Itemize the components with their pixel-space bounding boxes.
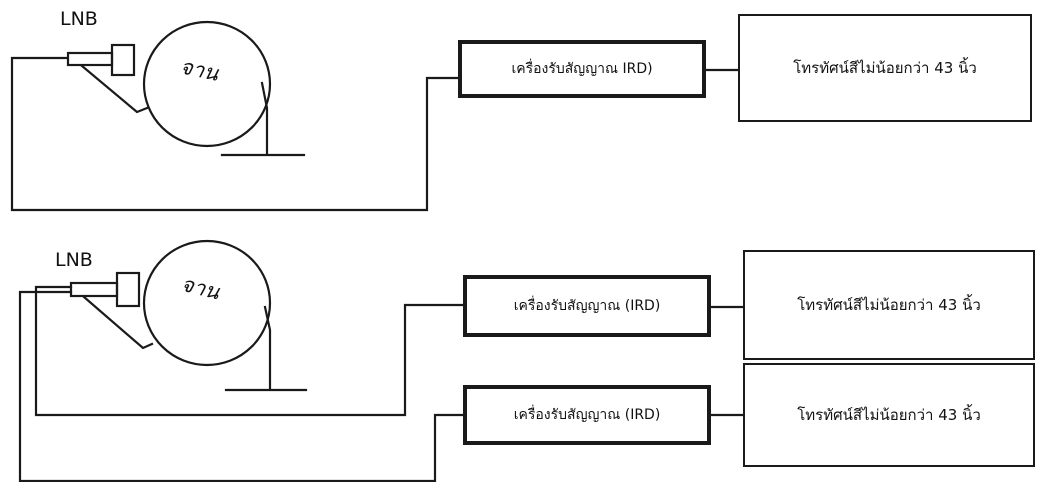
bottom-tv-1-label: โทรทัศน์สีไม่น้อยกว่า 43 นิ้ว (797, 296, 981, 314)
top-tv-box: โทรทัศน์สีไม่น้อยกว่า 43 นิ้ว (738, 14, 1032, 122)
top-dish-icon (142, 20, 272, 148)
bottom-receiver-2-label: เครื่องรับสัญญาณ (IRD) (513, 407, 661, 423)
top-lnb-label: LNB (60, 8, 98, 30)
bottom-lnb-arm (69, 281, 119, 298)
top-tv-label: โทรทัศน์สีไม่น้อยกว่า 43 นิ้ว (793, 59, 977, 77)
bottom-dish-icon (142, 239, 272, 367)
bottom-receiver-1-box: เครื่องรับสัญญาณ (IRD) (463, 275, 711, 337)
bottom-lnb-icon (115, 271, 141, 308)
bottom-tv-2-box: โทรทัศน์สีไม่น้อยกว่า 43 นิ้ว (743, 363, 1035, 467)
top-dish-stand (260, 81, 269, 155)
bottom-cable-to-receiver-2 (18, 290, 465, 482)
bottom-tv-2-label: โทรทัศน์สีไม่น้อยกว่า 43 นิ้ว (797, 406, 981, 424)
bottom-receiver-2-box: เครื่องรับสัญญาณ (IRD) (463, 385, 711, 445)
top-receiver-label: เครื่องรับสัญญาณ IRD) (511, 61, 653, 77)
top-dish-assembly (66, 20, 306, 157)
top-cable-lnb-to-receiver (10, 56, 460, 212)
bottom-dish-assembly (69, 239, 308, 392)
bottom-lnb-bracket (82, 295, 154, 350)
top-lnb-bracket (80, 64, 149, 114)
top-lnb-arm (66, 51, 114, 67)
top-lnb-icon (110, 43, 136, 77)
bottom-dish-stand (263, 305, 272, 390)
bottom-tv-1-box: โทรทัศน์สีไม่น้อยกว่า 43 นิ้ว (743, 250, 1035, 360)
top-receiver-box: เครื่องรับสัญญาณ IRD) (458, 40, 706, 98)
bottom-cable-to-receiver-1 (34, 285, 465, 417)
bottom-lnb-label: LNB (55, 249, 93, 271)
bottom-receiver-1-label: เครื่องรับสัญญาณ (IRD) (513, 298, 661, 314)
